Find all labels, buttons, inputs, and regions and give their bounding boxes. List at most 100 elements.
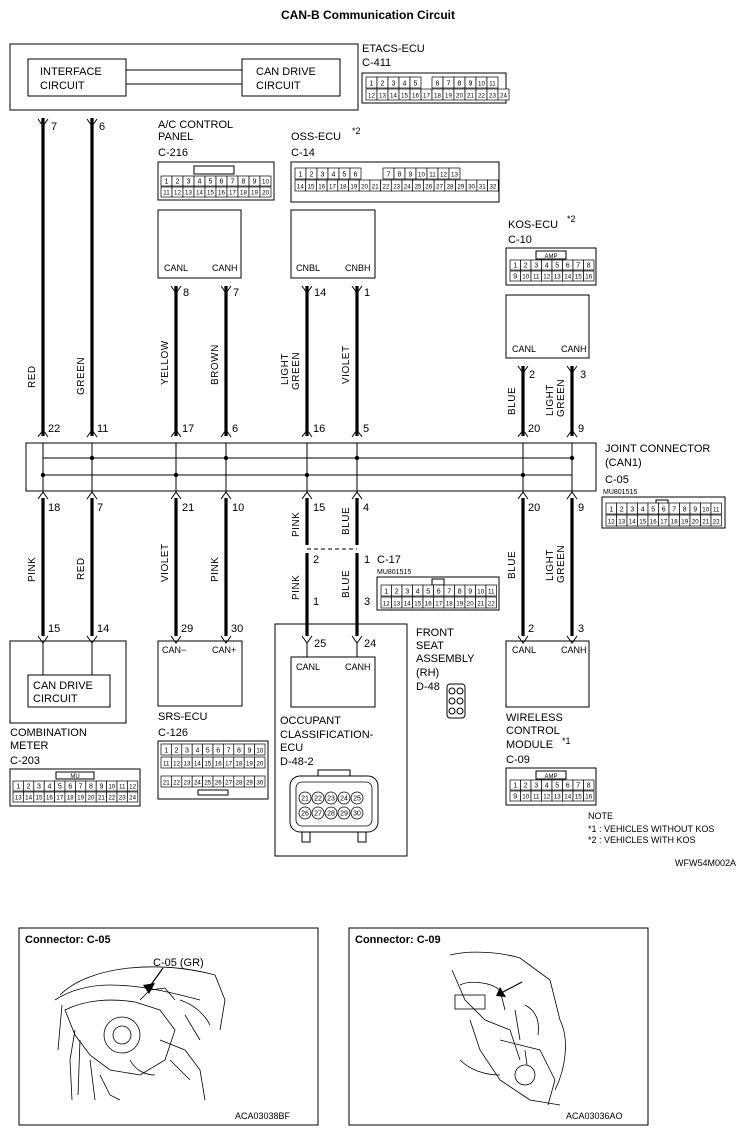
note-title: NOTE [588, 811, 613, 821]
connector-pin-number: 15 [639, 519, 646, 526]
connector-pin-number: 16 [585, 274, 592, 281]
connector-pin-number: 19 [350, 184, 357, 191]
connector-pin-number: 10 [478, 81, 485, 88]
oss-ecu-box [290, 209, 376, 279]
connector-pin-number: 12 [129, 784, 136, 791]
kos-ecu-box [505, 294, 590, 359]
connector-pin-number: 3 [185, 748, 189, 755]
joint-connector-id: C-05 [605, 474, 629, 486]
wireless-connector-id: C-09 [506, 754, 530, 766]
connector-pin-number: 8 [458, 589, 462, 596]
ac-panel-canl-label: CANL [164, 263, 188, 273]
connector-pin-number: 23 [119, 795, 126, 802]
connector-pin-number: 1 [370, 81, 374, 88]
etacs-box [9, 43, 359, 111]
wire-label-blue-wireless: BLUE [507, 551, 518, 579]
connector-pin-number: 2 [176, 179, 180, 186]
connector-pin-number: 16 [215, 761, 222, 768]
etacs-pin-7: 7 [51, 121, 57, 133]
connector-pin-number: 16 [425, 601, 432, 608]
connector-pin-number: 2 [175, 748, 179, 755]
wire-label-yellow: YELLOW [160, 340, 171, 385]
connector-pin-number: 8 [237, 748, 241, 755]
connector-pin-number: 12 [368, 93, 375, 100]
connector-pin-number: 16 [585, 794, 592, 801]
connector-pin-number: 27 [436, 184, 443, 191]
connector-pin-number: 3 [405, 589, 409, 596]
connector-pin-number: 17 [660, 519, 667, 526]
c09-panel-title: Connector: C-09 [355, 934, 441, 946]
oss-cnbh-label: CNBH [345, 263, 371, 273]
front-seat-line-4: (RH) [416, 667, 439, 679]
connector-pin-cell [254, 743, 266, 756]
connector-pin-number: 18 [446, 601, 453, 608]
wireless-name-3: MODULE [506, 739, 553, 751]
wire-label-blue-lower: BLUE [341, 570, 352, 598]
connector-pin-number: 27 [314, 811, 322, 818]
connector-pin-number: 8 [242, 179, 246, 186]
connector-pin-cell [583, 779, 595, 791]
joint-bottom-pin-7: 7 [97, 502, 103, 514]
ac-panel-pin-7: 7 [233, 287, 239, 299]
connector-pin-number: 15 [414, 601, 421, 608]
connector-pin-cell [324, 806, 338, 820]
meter-name-2: METER [10, 740, 49, 752]
connector-pin-number: 11 [429, 172, 436, 179]
connector-pin-number: 19 [456, 601, 463, 608]
wire-label-pink-upper: PINK [291, 512, 302, 537]
joint-connector-box [25, 442, 597, 492]
meter-can-drive-box [27, 674, 111, 708]
occupant-canh-label: CANH [345, 662, 371, 672]
diagram-title: CAN-B Communication Circuit [281, 8, 455, 22]
connector-pin-cell [127, 791, 139, 803]
oss-ecu-mark: *2 [352, 126, 361, 136]
connector-pin-number: 1 [16, 784, 20, 791]
connector-pin-number: 24 [500, 93, 507, 100]
connector-pin-number: 2 [524, 783, 528, 790]
wire-label-blue-kos: BLUE [507, 387, 518, 415]
connector-pin-number: 19 [77, 795, 84, 802]
c05-panel-title: Connector: C-05 [25, 934, 111, 946]
occupant-pin-24: 24 [364, 638, 376, 650]
connector-pin-number: 21 [477, 601, 484, 608]
connector-pin-number: 7 [576, 263, 580, 270]
connector-pin-cell [259, 186, 272, 198]
connector-pin-number: 8 [458, 81, 462, 88]
connector-pin-number: 15 [401, 93, 408, 100]
connector-pin-number: 14 [564, 274, 571, 281]
connector-pin-cell [298, 806, 312, 820]
srs-can-minus-label: CAN− [162, 645, 186, 655]
connector-pin-number: 6 [68, 784, 72, 791]
joint-bottom-pin-9: 9 [578, 502, 584, 514]
oss-ecu-name: OSS-ECU [291, 131, 341, 143]
connector-pin-number: 6 [566, 263, 570, 270]
connector-pin-number: 1 [299, 172, 303, 179]
wireless-canh-label: CANH [561, 645, 587, 655]
connector-pin-number: 14 [564, 794, 571, 801]
wire-label-brown: BROWN [210, 344, 221, 385]
connector-pin-number: 4 [195, 748, 199, 755]
note-line-2: *2 : VEHICLES WITH KOS [588, 835, 696, 845]
connector-pin-number: 16 [46, 795, 53, 802]
connector-pin-cell [710, 514, 722, 527]
connector-pin-cell [337, 806, 351, 820]
connector-pin-number: 13 [15, 795, 22, 802]
upper-wires: RED GREEN YELLOW BROWN LIGHT GREEN VIOLE… [27, 118, 584, 438]
wire-label-pink-meter: PINK [27, 557, 38, 582]
connector-pin-number: 2 [27, 784, 31, 791]
joint-top-pin-11: 11 [97, 423, 108, 435]
connector-pin-number: 5 [206, 748, 210, 755]
front-seat-line-3: ASSEMBLY [416, 653, 475, 665]
connector-pin-number: 11 [163, 761, 170, 768]
connector-pin-number: 30 [468, 184, 475, 191]
connector-pin-number: 6 [437, 589, 441, 596]
